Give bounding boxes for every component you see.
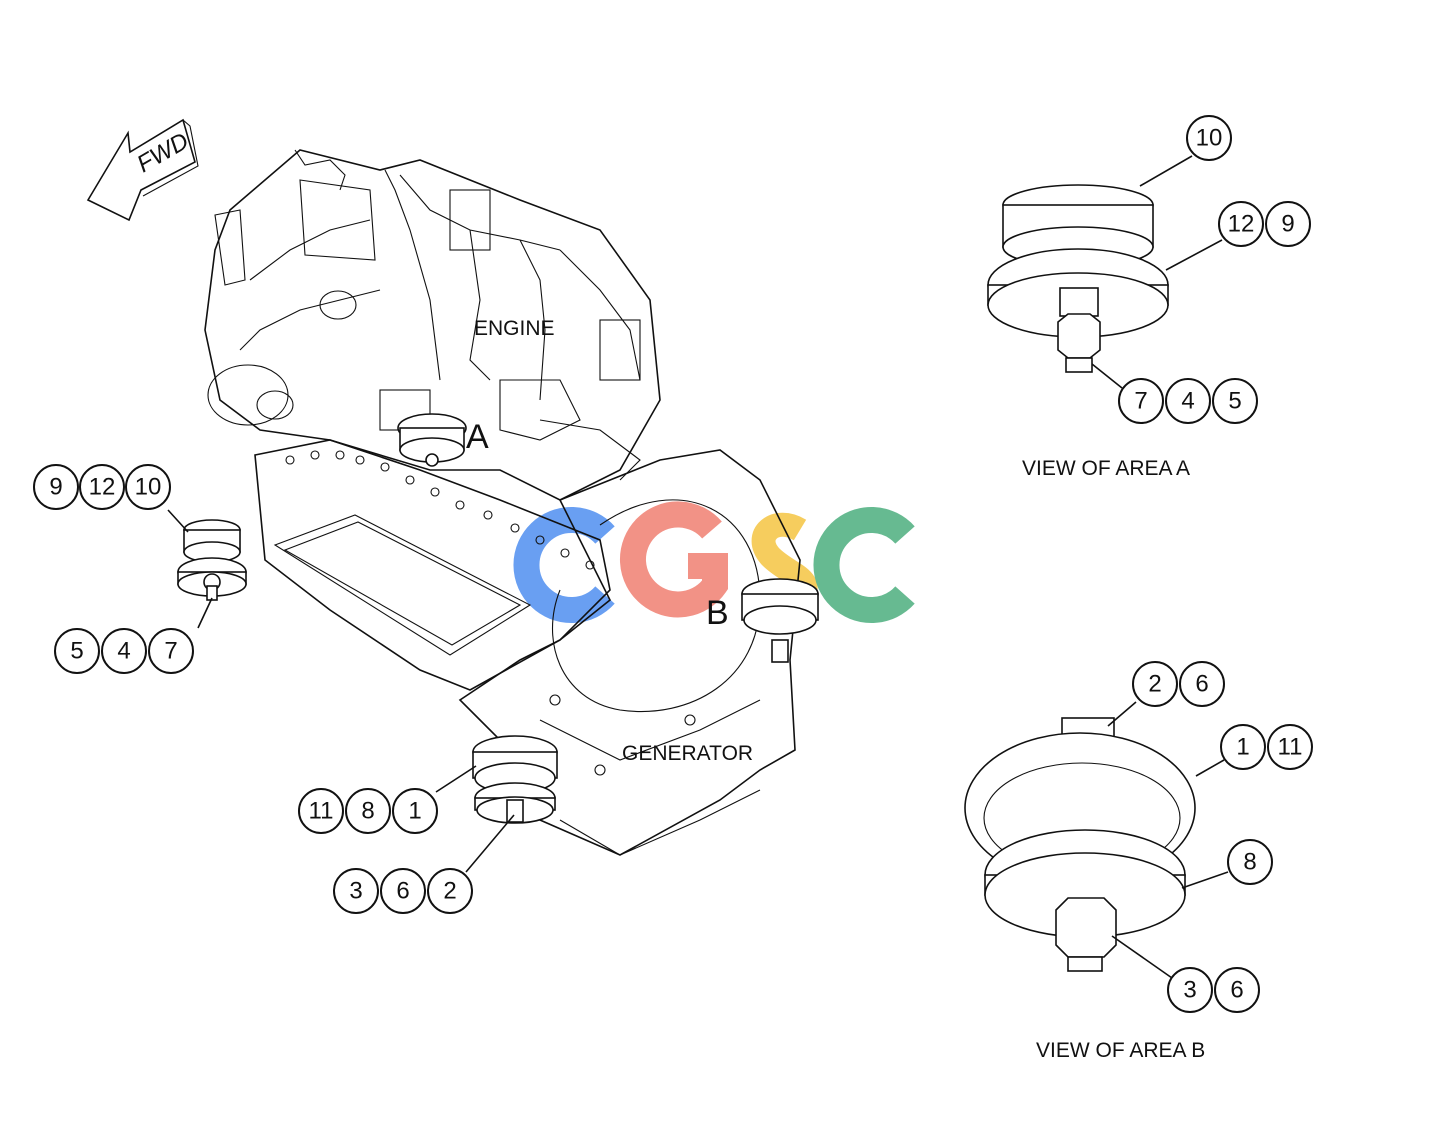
callout-bubble: 2	[427, 868, 473, 914]
callout-bubble: 1	[1220, 724, 1266, 770]
callout-number: 8	[1243, 849, 1256, 876]
callout-number: 11	[309, 798, 334, 825]
callout-group-rear-mount-bottom: 3 6 2	[333, 868, 473, 914]
rear-mount-drawing	[472, 735, 558, 824]
generator-drawing: GENERATOR B	[458, 449, 819, 856]
callout-number: 7	[164, 638, 177, 665]
area-b-marker: B	[706, 594, 729, 632]
callout-bubble: 11	[298, 788, 344, 834]
callout-bubble: 12	[79, 464, 125, 510]
callout-number: 3	[349, 878, 362, 905]
callout-number: 6	[396, 878, 409, 905]
bolt-row	[285, 450, 595, 570]
callout-bubble: 10	[125, 464, 171, 510]
callout-bubble: 4	[101, 628, 147, 674]
callout-number: 2	[443, 878, 456, 905]
callout-number: 10	[1196, 125, 1223, 152]
callout-number: 5	[1228, 388, 1241, 415]
callout-number: 12	[89, 474, 116, 501]
callout-group-view-a: 10 12 9 7 4 5	[1118, 115, 1311, 424]
callout-bubble: 1	[392, 788, 438, 834]
generator-label: GENERATOR	[622, 742, 753, 765]
callout-group-rear-mount-top: 11 8 1	[298, 788, 438, 834]
callout-number: 12	[1228, 211, 1255, 238]
view-area-a-label: VIEW OF AREA A	[1022, 457, 1190, 480]
watermark-letter-4	[813, 507, 915, 623]
callout-bubble: 5	[54, 628, 100, 674]
callout-number: 9	[1281, 211, 1294, 238]
view-area-b-detail: VIEW OF AREA B	[964, 717, 1205, 1062]
callout-bubble: 3	[333, 868, 379, 914]
callout-bubble: 9	[33, 464, 79, 510]
watermark-letter-2	[620, 501, 728, 618]
callout-number: 3	[1183, 977, 1196, 1004]
callout-bubble: 5	[1212, 378, 1258, 424]
engine-label: ENGINE	[474, 317, 555, 340]
callout-bubble: 8	[345, 788, 391, 834]
callout-group-left-mount-top: 9 12 10	[33, 464, 171, 510]
callout-number: 2	[1148, 671, 1161, 698]
callout-number: 7	[1134, 388, 1147, 415]
callout-group-left-mount-bottom: 5 4 7	[54, 628, 194, 674]
callout-number: 1	[1236, 734, 1249, 761]
callout-number: 5	[70, 638, 83, 665]
engine-drawing: ENGINE A	[204, 149, 661, 501]
callout-number: 6	[1230, 977, 1243, 1004]
callout-number: 1	[408, 798, 421, 825]
callout-number: 11	[1278, 734, 1303, 761]
oil-pan-drawing	[254, 439, 611, 691]
callout-number: 4	[1181, 388, 1194, 415]
callout-bubble: 2	[1132, 661, 1178, 707]
callout-bubble: 6	[1179, 661, 1225, 707]
callout-number: 10	[135, 474, 162, 501]
leader-lines	[167, 155, 1229, 979]
callout-bubble: 11	[1267, 724, 1313, 770]
callout-number: 4	[117, 638, 130, 665]
watermark-letter-1	[513, 507, 615, 623]
area-a-marker: A	[466, 418, 489, 456]
callout-number: 6	[1195, 671, 1208, 698]
view-area-b-label: VIEW OF AREA B	[1036, 1039, 1205, 1062]
callout-bubble: 7	[1118, 378, 1164, 424]
view-area-a-detail: VIEW OF AREA A	[987, 184, 1190, 480]
callout-bubble: 6	[1214, 967, 1260, 1013]
forward-arrow-icon: FWD	[86, 118, 199, 222]
left-mount-drawing	[177, 519, 247, 601]
callout-number: 9	[49, 474, 62, 501]
callout-bubble: 6	[380, 868, 426, 914]
callout-bubble: 12	[1218, 201, 1264, 247]
watermark-logo	[513, 501, 915, 623]
callout-group-view-b: 2 6 1 11 8 3 6	[1132, 661, 1313, 1013]
callout-bubble: 3	[1167, 967, 1213, 1013]
callout-bubble: 7	[148, 628, 194, 674]
callout-bubble: 8	[1227, 839, 1273, 885]
callout-bubble: 10	[1186, 115, 1232, 161]
callout-number: 8	[361, 798, 374, 825]
callout-bubble: 9	[1265, 201, 1311, 247]
callout-bubble: 4	[1165, 378, 1211, 424]
